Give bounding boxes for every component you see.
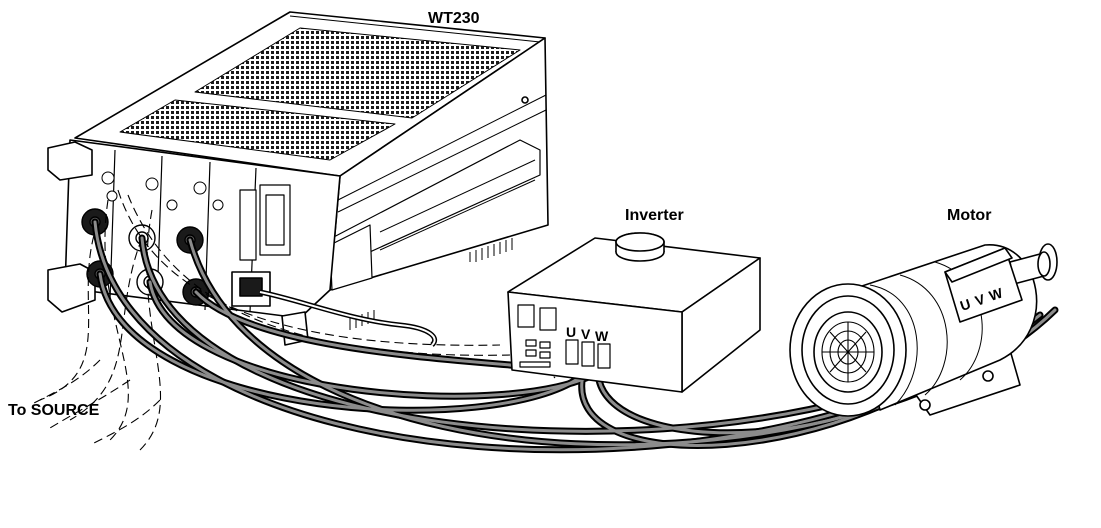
wt230-instrument (47, 11, 549, 346)
wt230-vent-rear (194, 27, 521, 119)
motor-unit (789, 243, 1058, 417)
inverter-terminal-labels: U V W (566, 324, 609, 344)
motor-shaft (1009, 243, 1058, 285)
inverter-terminal-u: U (566, 324, 576, 340)
bracket-bottom-left (47, 263, 96, 313)
bracket-top-left (47, 141, 93, 181)
motor-terminal-w: W (987, 284, 1005, 304)
inverter-unit (507, 232, 761, 393)
inverter-terminal-v: V (581, 326, 591, 342)
motor-terminal-u: U (958, 296, 973, 314)
inverter-terminal-w: W (595, 328, 609, 344)
motor-label: Motor (947, 207, 992, 224)
source-label: To SOURCE (8, 402, 100, 419)
inverter-label: Inverter (625, 207, 684, 224)
source-cable-bundle (29, 189, 576, 451)
wt230-vent-front (119, 99, 396, 161)
power-cord (259, 289, 438, 347)
wt230-label: WT230 (428, 10, 480, 27)
